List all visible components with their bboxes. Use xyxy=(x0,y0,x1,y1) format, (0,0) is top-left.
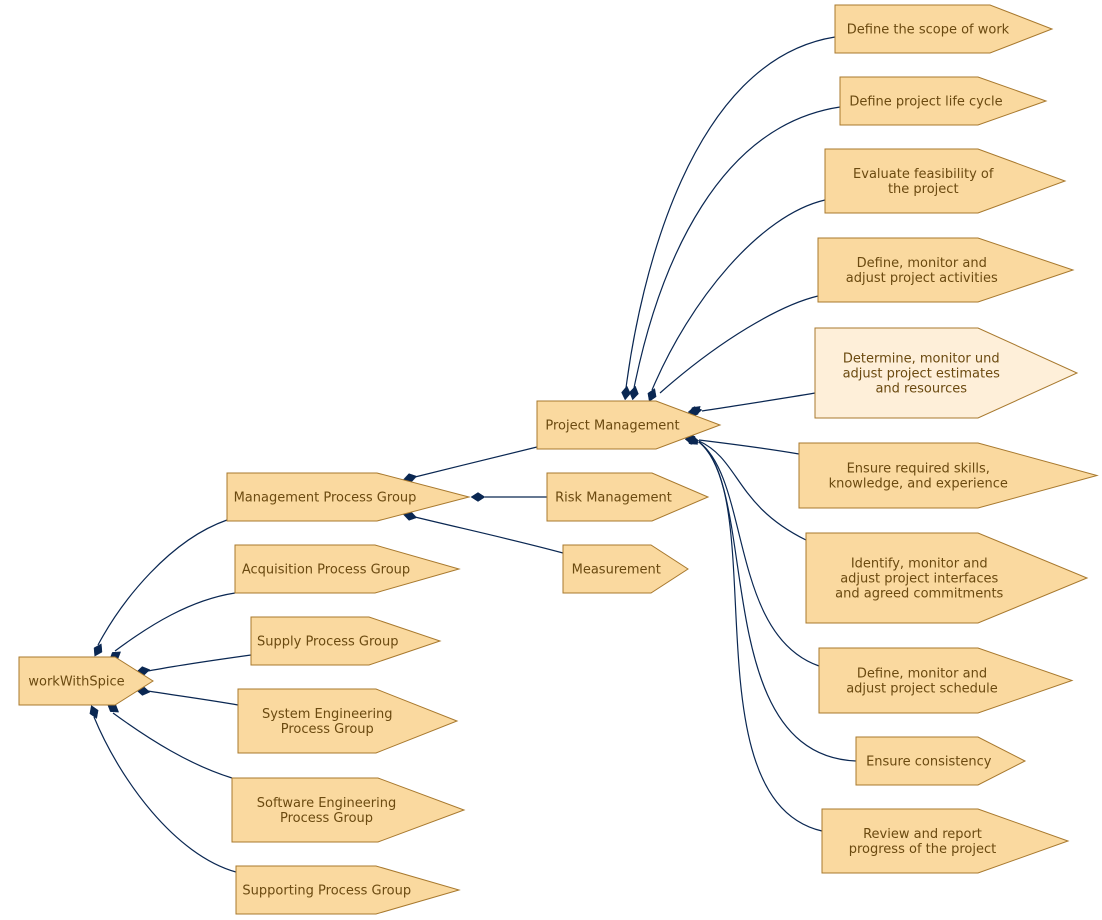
node-label: progress of the project xyxy=(849,842,997,857)
node-label: Ensure required skills, xyxy=(847,462,990,477)
edge-project_mgmt-to-feasibility xyxy=(651,199,826,391)
node-life-cycle[interactable]: Define project life cycle xyxy=(839,76,1048,126)
pentagon-arrow-shape xyxy=(562,544,689,594)
node-workwithspice[interactable]: workWithSpice xyxy=(18,656,154,706)
node-label: Define the scope of work xyxy=(847,23,1010,38)
node-label: Acquisition Process Group xyxy=(242,563,410,578)
edge-project_mgmt-to-activities xyxy=(659,295,819,394)
node-label: Risk Management xyxy=(555,491,672,506)
edge-project_mgmt-to-scope xyxy=(625,36,836,389)
edge-workwithspice-to-supporting xyxy=(93,716,237,873)
pentagon-arrow-shape xyxy=(824,148,1067,214)
node-label: Process Group xyxy=(280,811,373,826)
edge-project_mgmt-to-estimates xyxy=(701,392,816,412)
node-label: Measurement xyxy=(572,563,661,578)
edge-project_mgmt-to-interfaces xyxy=(698,440,807,541)
node-scope[interactable]: Define the scope of work xyxy=(834,4,1054,54)
node-label: adjust project estimates xyxy=(843,367,1001,382)
composition-diamond-icon xyxy=(93,643,103,657)
node-label: and agreed commitments xyxy=(835,587,1003,602)
edge-workwithspice-to-supply xyxy=(147,654,252,672)
pentagon-arrow-shape xyxy=(839,76,1048,126)
node-label: System Engineering xyxy=(262,707,393,722)
node-label: Define, monitor and xyxy=(857,256,987,271)
pentagon-arrow-shape xyxy=(234,544,461,594)
node-label: the project xyxy=(888,182,959,197)
node-risk-mgmt[interactable]: Risk Management xyxy=(546,472,710,522)
node-label: Define, monitor and xyxy=(857,667,987,682)
pentagon-arrow-shape xyxy=(235,865,461,915)
composition-diamond-icon xyxy=(89,705,99,719)
node-label: Evaluate feasibility of xyxy=(853,167,994,182)
edge-workwithspice-to-software_eng xyxy=(112,712,233,779)
edge-project_mgmt-to-life_cycle xyxy=(633,106,841,389)
pentagon-arrow-shape xyxy=(818,647,1074,714)
node-label: Software Engineering xyxy=(257,796,396,811)
pentagon-arrow-shape xyxy=(814,327,1079,419)
edge-project_mgmt-to-skills xyxy=(698,439,800,455)
node-label: adjust project activities xyxy=(846,271,998,286)
node-management[interactable]: Management Process Group xyxy=(226,472,471,522)
pentagon-arrow-shape xyxy=(805,532,1089,624)
nodes-layer: workWithSpice Management Process GroupAcq… xyxy=(18,4,1099,915)
pentagon-arrow-shape xyxy=(226,472,471,522)
node-label: Project Management xyxy=(545,419,679,434)
node-supply[interactable]: Supply Process Group xyxy=(250,616,442,666)
node-supporting[interactable]: Supporting Process Group xyxy=(235,865,461,915)
node-acquisition[interactable]: Acquisition Process Group xyxy=(234,544,461,594)
edge-management-to-project_mgmt xyxy=(414,446,538,478)
pentagon-arrow-shape xyxy=(536,400,722,450)
edge-workwithspice-to-management xyxy=(97,519,228,646)
edge-project_mgmt-to-schedule xyxy=(698,441,820,667)
node-label: workWithSpice xyxy=(28,675,124,690)
edge-workwithspice-to-acquisition xyxy=(114,592,236,652)
node-label: Determine, monitor und xyxy=(843,352,1000,367)
node-label: Identify, monitor and xyxy=(851,557,988,572)
pentagon-arrow-shape xyxy=(18,656,154,706)
node-label: and resources xyxy=(875,382,967,397)
node-label: adjust project schedule xyxy=(846,682,998,697)
node-skills[interactable]: Ensure required skills,knowledge, and ex… xyxy=(798,442,1099,509)
pentagon-arrow-shape xyxy=(855,736,1027,786)
pentagon-arrow-shape xyxy=(250,616,442,666)
pentagon-arrow-shape xyxy=(821,808,1070,874)
composition-diamond-icon xyxy=(621,385,631,401)
node-label: Supply Process Group xyxy=(257,635,398,650)
node-label: Define project life cycle xyxy=(849,95,1002,110)
node-measurement[interactable]: Measurement xyxy=(562,544,689,594)
pentagon-arrow-shape xyxy=(231,777,466,843)
pentagon-arrow-shape xyxy=(546,472,710,522)
composition-diamond-icon xyxy=(687,406,703,416)
pentagon-arrow-shape xyxy=(834,4,1054,54)
edges-layer xyxy=(89,36,857,873)
node-label: knowledge, and experience xyxy=(829,477,1008,492)
node-consistency[interactable]: Ensure consistency xyxy=(855,736,1027,786)
composition-diamond-icon xyxy=(686,435,698,445)
node-label: Management Process Group xyxy=(234,491,417,506)
composition-diamond-icon xyxy=(629,385,639,401)
edge-management-to-measurement xyxy=(414,516,564,554)
node-label: Review and report xyxy=(863,827,982,842)
node-label: Process Group xyxy=(281,722,374,737)
node-label: Supporting Process Group xyxy=(242,884,411,899)
edge-project_mgmt-to-review xyxy=(698,441,823,832)
node-label: Ensure consistency xyxy=(866,755,992,770)
composition-diamond-icon xyxy=(470,492,486,502)
pentagon-arrow-shape xyxy=(817,237,1075,303)
composition-diamond-icon xyxy=(647,388,657,402)
node-project-mgmt[interactable]: Project Management xyxy=(536,400,722,450)
node-label: adjust project interfaces xyxy=(840,572,998,587)
edge-workwithspice-to-system_eng xyxy=(147,690,239,706)
pentagon-arrow-shape xyxy=(237,688,459,754)
pentagon-arrow-shape xyxy=(798,442,1099,509)
